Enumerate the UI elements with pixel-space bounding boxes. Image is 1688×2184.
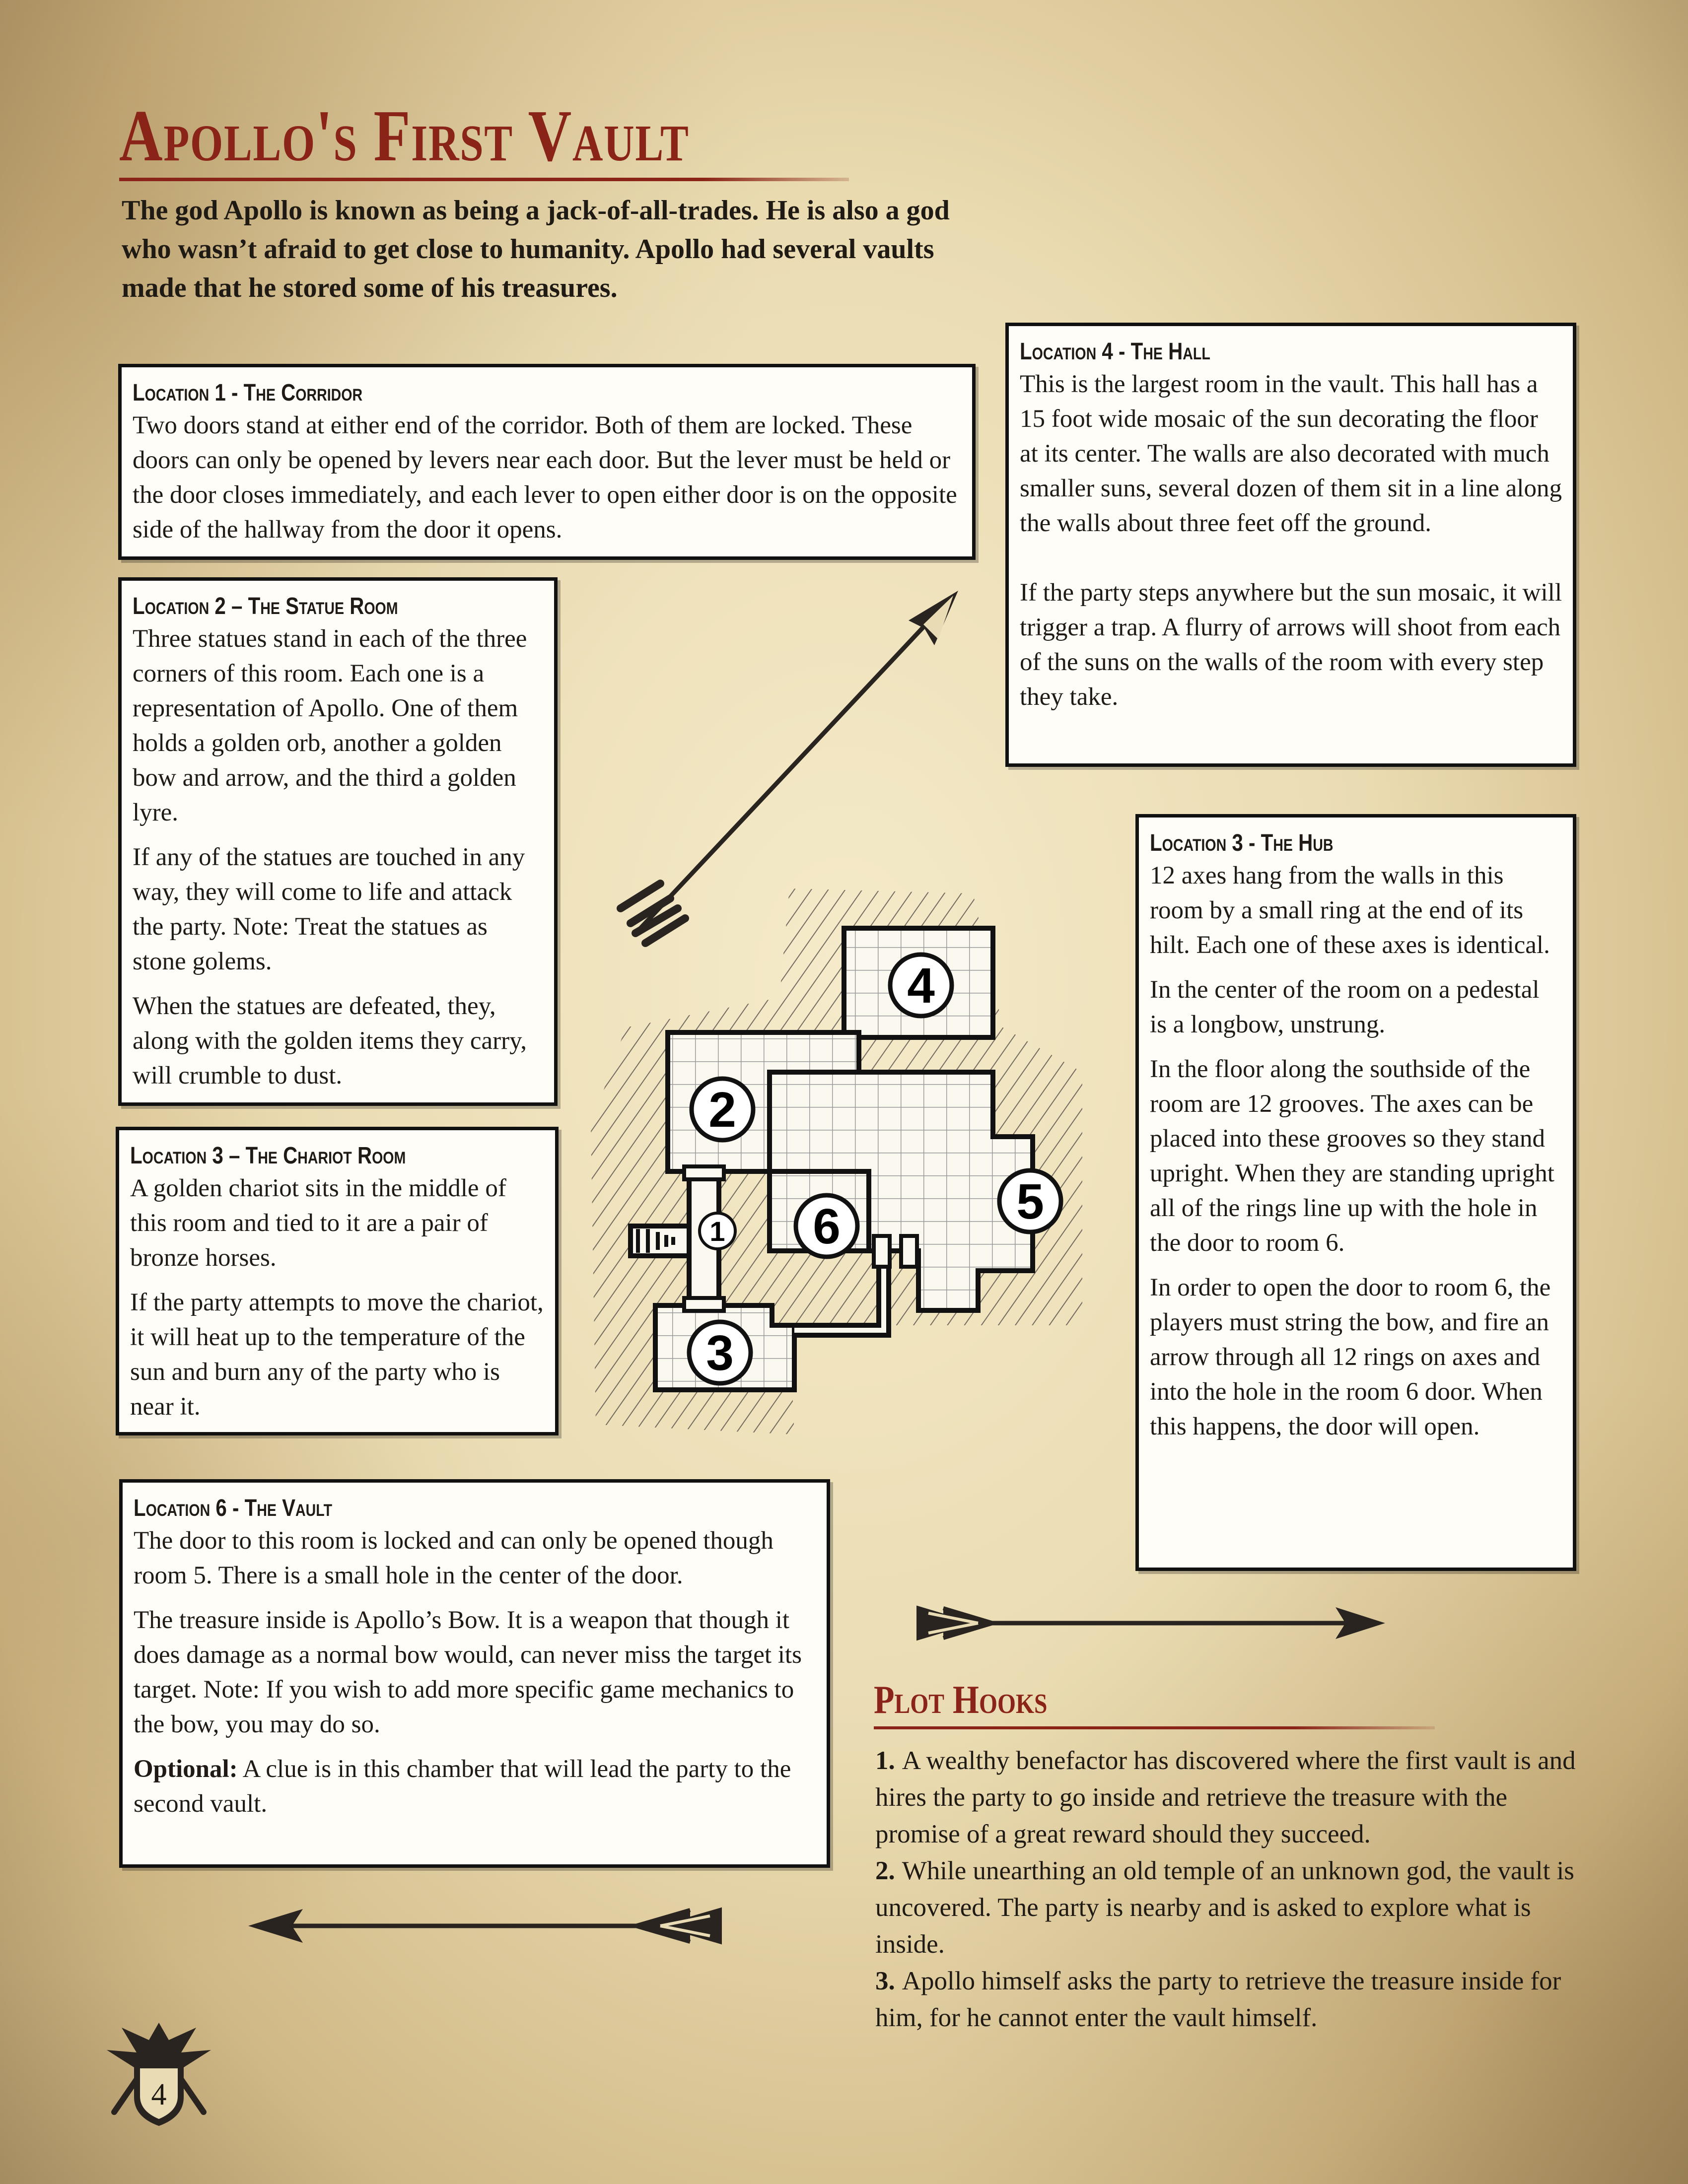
location-6-title: Location 6 - The Vault xyxy=(134,1495,333,1521)
location-2-text-1: Three statues stand in each of the three… xyxy=(133,625,527,826)
location-3-chariot-title: Location 3 – The Chariot Room xyxy=(130,1143,406,1169)
plot-hook-number: 1. xyxy=(875,1746,895,1775)
location-1-box: Location 1 - The Corridor Two doors stan… xyxy=(118,364,976,560)
plot-hooks-title: Plot Hooks xyxy=(874,1678,1048,1722)
location-3-hub-text-3: In the floor along the southside of the … xyxy=(1150,1055,1554,1257)
location-3-chariot-box: Location 3 – The Chariot Room A golden c… xyxy=(116,1127,559,1435)
plot-hook-text: Apollo himself asks the party to retriev… xyxy=(875,1967,1561,2032)
optional-text: A clue is in this chamber that will lead… xyxy=(134,1755,791,1818)
plot-hooks-divider xyxy=(874,1726,1435,1729)
label-5: 5 xyxy=(997,1168,1063,1234)
location-3-hub-text-2: In the center of the room on a pedestal … xyxy=(1150,976,1540,1038)
location-2-title: Location 2 – The Statue Room xyxy=(133,593,398,619)
location-1-title: Location 1 - The Corridor xyxy=(133,380,363,406)
plot-hook-item: 2.While unearthing an old temple of an u… xyxy=(875,1852,1590,1963)
location-2-box: Location 2 – The Statue Room Three statu… xyxy=(118,577,558,1106)
location-3-chariot-text-2: If the party attempts to move the chario… xyxy=(130,1289,544,1421)
title-divider xyxy=(119,178,849,181)
plot-hook-text: A wealthy benefactor has discovered wher… xyxy=(875,1746,1576,1848)
plot-hook-item: 3.Apollo himself asks the party to retri… xyxy=(875,1963,1590,2036)
diagonal-arrow-icon xyxy=(617,591,958,947)
page-title: Apollo's First Vault xyxy=(119,95,690,177)
location-6-optional: Optional: A clue is in this chamber that… xyxy=(134,1752,816,1821)
label-4: 4 xyxy=(888,952,954,1019)
location-6-text-2: The treasure inside is Apollo’s Bow. It … xyxy=(134,1606,802,1738)
vault-map: 4 2 5 6 1 3 xyxy=(591,888,1082,1434)
optional-label: Optional: xyxy=(134,1755,238,1783)
location-6-text-1: The door to this room is locked and can … xyxy=(134,1527,774,1589)
plot-hooks-list: 1.A wealthy benefactor has discovered wh… xyxy=(875,1742,1590,2036)
location-1-text: Two doors stand at either end of the cor… xyxy=(133,411,957,544)
location-3-hub-title: Location 3 - The Hub xyxy=(1150,830,1334,856)
plot-hook-text: While unearthing an old temple of an unk… xyxy=(875,1856,1574,1959)
location-2-text-3: When the statues are defeated, they, alo… xyxy=(133,992,527,1090)
location-6-box: Location 6 - The Vault The door to this … xyxy=(119,1479,830,1868)
left-arrow-icon xyxy=(248,1907,722,1945)
location-4-box: Location 4 - The Hall This is the larges… xyxy=(1005,323,1576,767)
svg-text:2: 2 xyxy=(708,1082,736,1138)
plot-hook-number: 2. xyxy=(875,1856,895,1885)
label-1: 1 xyxy=(698,1212,737,1250)
location-3-chariot-text-1: A golden chariot sits in the middle of t… xyxy=(130,1174,506,1272)
page-number: 4 xyxy=(151,2078,167,2112)
plot-hook-item: 1.A wealthy benefactor has discovered wh… xyxy=(875,1742,1590,1852)
svg-text:1: 1 xyxy=(709,1216,725,1247)
location-3-hub-box: Location 3 - The Hub 12 axes hang from t… xyxy=(1135,814,1576,1571)
location-3-hub-text-1: 12 axes hang from the walls in this room… xyxy=(1150,862,1550,959)
location-4-text-1: This is the largest room in the vault. T… xyxy=(1020,370,1562,537)
location-3-hub-text-4: In order to open the door to room 6, the… xyxy=(1150,1274,1551,1440)
svg-text:5: 5 xyxy=(1016,1174,1044,1229)
eagle-icon xyxy=(107,2023,211,2067)
intro-text: The god Apollo is known as being a jack-… xyxy=(122,195,950,303)
location-2-text-2: If any of the statues are touched in any… xyxy=(133,843,525,975)
location-4-text-2: If the party steps anywhere but the sun … xyxy=(1020,579,1562,711)
page-number-emblem: 4 xyxy=(107,2023,211,2126)
right-arrow-icon xyxy=(916,1605,1385,1641)
svg-text:6: 6 xyxy=(813,1199,841,1254)
label-3: 3 xyxy=(687,1319,753,1386)
location-4-title: Location 4 - The Hall xyxy=(1020,339,1210,365)
label-2: 2 xyxy=(689,1076,756,1143)
svg-text:4: 4 xyxy=(907,958,935,1014)
plot-hook-number: 3. xyxy=(875,1967,895,1995)
svg-text:3: 3 xyxy=(706,1325,734,1381)
label-6: 6 xyxy=(793,1193,860,1259)
